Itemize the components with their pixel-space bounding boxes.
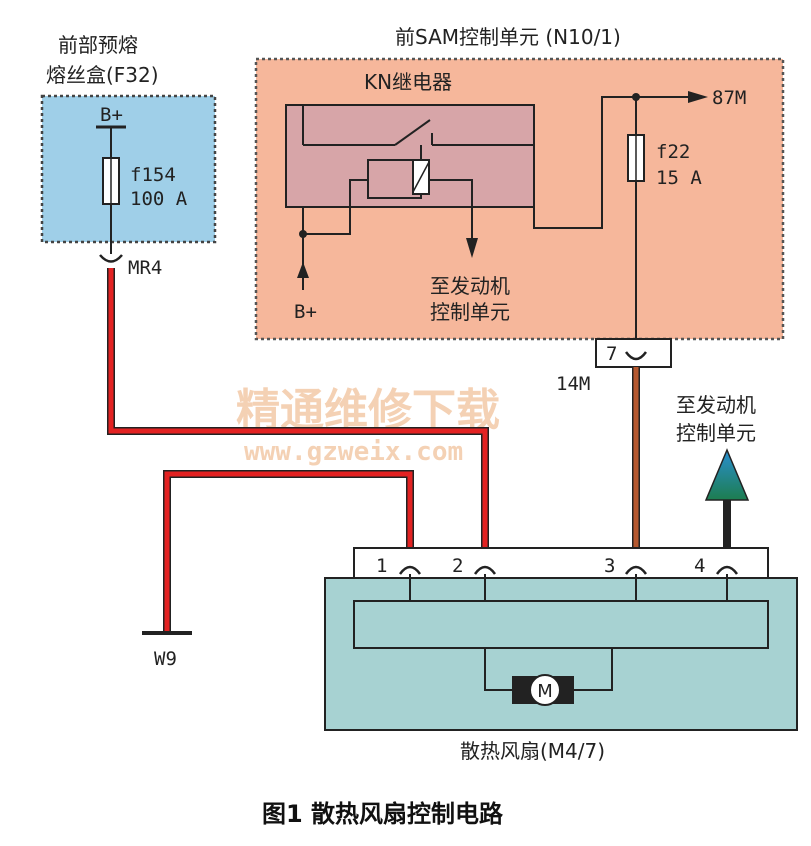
to-ecu-internal-line1: 至发动机 bbox=[430, 274, 510, 298]
fuse-f22-rating: 15 A bbox=[656, 167, 702, 189]
ground-w9-label: W9 bbox=[154, 648, 177, 670]
figure-caption: 图1 散热风扇控制电路 bbox=[262, 800, 504, 828]
relay-switch-contact bbox=[394, 119, 431, 146]
wire-ground-to-pin1 bbox=[164, 471, 413, 632]
connector-mr4-symbol bbox=[99, 254, 123, 263]
fan-motor-label: M bbox=[537, 681, 553, 702]
sam-pin7-connector bbox=[595, 338, 672, 368]
fuse-f22-name: f22 bbox=[656, 141, 690, 163]
relay-supply-label: B+ bbox=[294, 301, 317, 323]
fan-title: 散热风扇(M4/7) bbox=[460, 739, 605, 763]
relay-kn-label: KN继电器 bbox=[364, 70, 452, 94]
fan-connector bbox=[353, 547, 769, 579]
output-87m-label: 87M bbox=[712, 87, 746, 109]
fan-pin2-label: 2 bbox=[452, 555, 463, 577]
fan-motor-symbol bbox=[529, 674, 561, 706]
to-ecu-external-line2: 控制单元 bbox=[676, 421, 756, 445]
to-ecu-internal-line2: 控制单元 bbox=[430, 300, 510, 324]
wire-mr4-to-pin2 bbox=[108, 268, 488, 568]
fan-pin4-label: 4 bbox=[694, 555, 705, 577]
relay-supply-arrow bbox=[297, 262, 309, 278]
connector-mr4-label: MR4 bbox=[128, 257, 162, 279]
wire-14m-label: 14M bbox=[556, 373, 590, 395]
fuse-box-supply-label: B+ bbox=[100, 104, 123, 126]
fuse-f154-rating: 100 A bbox=[130, 188, 188, 210]
fan-pin3-label: 3 bbox=[604, 555, 615, 577]
watermark-line2: www.gzweix.com bbox=[244, 437, 463, 467]
to-ecu-external-arrow bbox=[704, 448, 750, 501]
fuse-box-frame bbox=[40, 94, 217, 244]
sam-pin7-label: 7 bbox=[606, 343, 617, 365]
fan-inner-block bbox=[353, 600, 769, 649]
output-87m-arrow bbox=[688, 91, 708, 103]
fuse-f154-name: f154 bbox=[130, 164, 176, 186]
fuse-box-title-line2: 熔丝盒(F32) bbox=[46, 63, 159, 87]
to-ecu-external-line1: 至发动机 bbox=[676, 393, 756, 417]
fan-pin1-label: 1 bbox=[376, 555, 387, 577]
to-ecu-internal-arrow bbox=[466, 238, 478, 258]
fuse-box-title-line1: 前部预熔 bbox=[58, 33, 138, 57]
relay-kn-frame bbox=[285, 104, 535, 208]
sam-title: 前SAM控制单元 (N10/1) bbox=[395, 25, 621, 49]
